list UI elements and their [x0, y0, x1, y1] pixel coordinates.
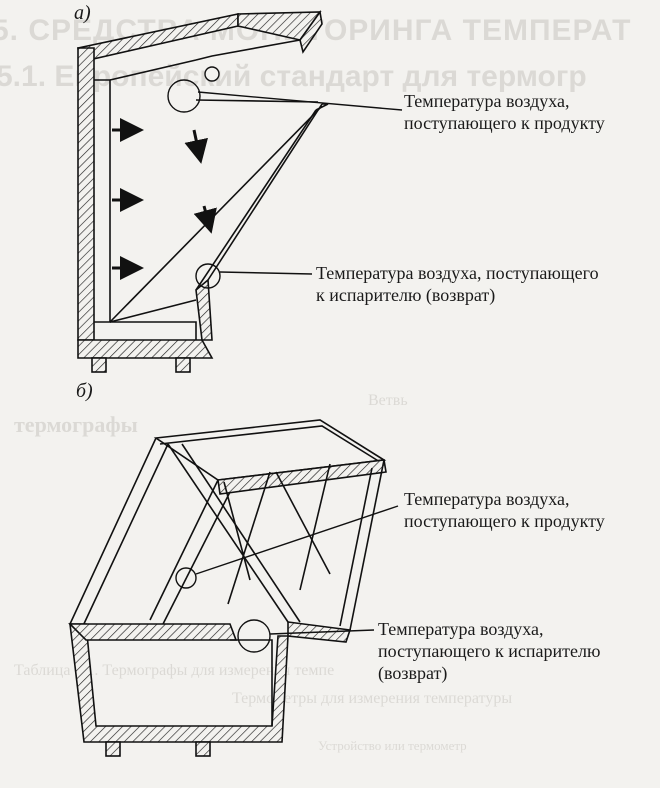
panel-a-sensors	[167, 66, 403, 289]
panel-b-label-supply: Температура воздуха, поступающего к прод…	[404, 488, 605, 532]
panel-b-label-return: Температура воздуха, поступающего к испа…	[378, 618, 600, 684]
panel-b-label-supply-line1: Температура воздуха,	[404, 489, 570, 509]
panel-b-leader-supply	[195, 505, 399, 575]
panel-a-sensor-supply	[204, 66, 220, 82]
panel-b-label-return-line1: Температура воздуха,	[378, 619, 544, 639]
panel-a-leader-return	[219, 271, 313, 275]
panel-b-leader-return	[269, 629, 375, 635]
panel-a-sensor-return-ring	[195, 263, 221, 289]
panel-a-case	[77, 9, 329, 373]
panel-a-sensor-supply-ring	[167, 79, 201, 113]
panel-b-sensor-supply-ring	[175, 567, 197, 589]
panel-b-letter: б)	[76, 380, 93, 402]
panel-b-sensor-return-ring	[237, 619, 271, 653]
panel-a-label-supply: Температура воздуха, поступающего к прод…	[404, 90, 605, 134]
panel-b-sensors	[175, 505, 399, 653]
panel-a-label-return-line1: Температура воздуха, поступающего	[316, 263, 599, 283]
panel-b-case	[68, 419, 387, 757]
panel-a-leader-supply	[197, 91, 403, 111]
panel-a-label-return-line2: к испарителю (возврат)	[316, 285, 496, 305]
panel-a-airflow-arrows	[112, 118, 217, 280]
panel-b-label-return-line2: поступающего к испарителю	[378, 641, 601, 661]
panel-a-label-return: Температура воздуха, поступающего к испа…	[316, 262, 599, 306]
panel-a-label-supply-line2: поступающего к продукту	[404, 113, 605, 133]
panel-a-label-supply-line1: Температура воздуха,	[404, 91, 570, 111]
panel-a-letter: а)	[74, 2, 91, 24]
panel-b-label-return-line3: (возврат)	[378, 663, 448, 683]
panel-b-label-supply-line2: поступающего к продукту	[404, 511, 605, 531]
